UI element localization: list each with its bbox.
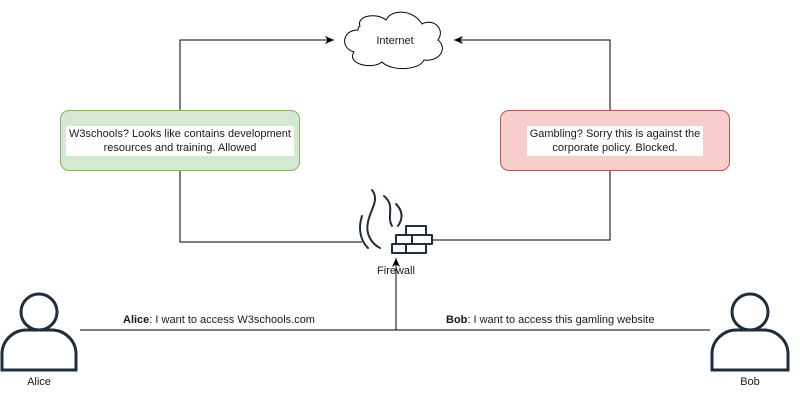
bob-request-text: : I want to access this gamling website [467,314,655,326]
alice-request-name: Alice [123,314,150,326]
allowed-policy-line2: resources and training. Allowed [103,141,257,154]
bob-name-label: Bob [740,376,760,388]
firewall-icon [359,189,433,254]
blocked-policy-line1: Gambling? Sorry this is against the [529,127,701,140]
blocked-policy-line2: corporate policy. Blocked. [552,141,678,154]
allowed-policy-line1: W3schools? Looks like contains developme… [69,127,291,140]
bob-user-icon [710,292,790,372]
alice-request-text: : I want to access W3schools.com [149,314,315,326]
allowed-policy-text: W3schools? Looks like contains developme… [66,125,294,156]
firewall-label: Firewall [377,265,415,277]
alice-request-label: Alice: I want to access W3schools.com [121,314,317,327]
blocked-policy-box: Gambling? Sorry this is against the corp… [500,110,730,171]
bob-request-name: Bob [446,314,468,326]
cloud-icon [344,11,443,69]
blocked-policy-text: Gambling? Sorry this is against the corp… [526,125,704,156]
alice-user-icon [0,292,78,372]
alice-name-label: Alice [27,376,51,388]
allowed-policy-box: W3schools? Looks like contains developme… [60,110,300,171]
bob-request-label: Bob: I want to access this gamling websi… [444,314,657,327]
internet-label: Internet [376,35,414,47]
